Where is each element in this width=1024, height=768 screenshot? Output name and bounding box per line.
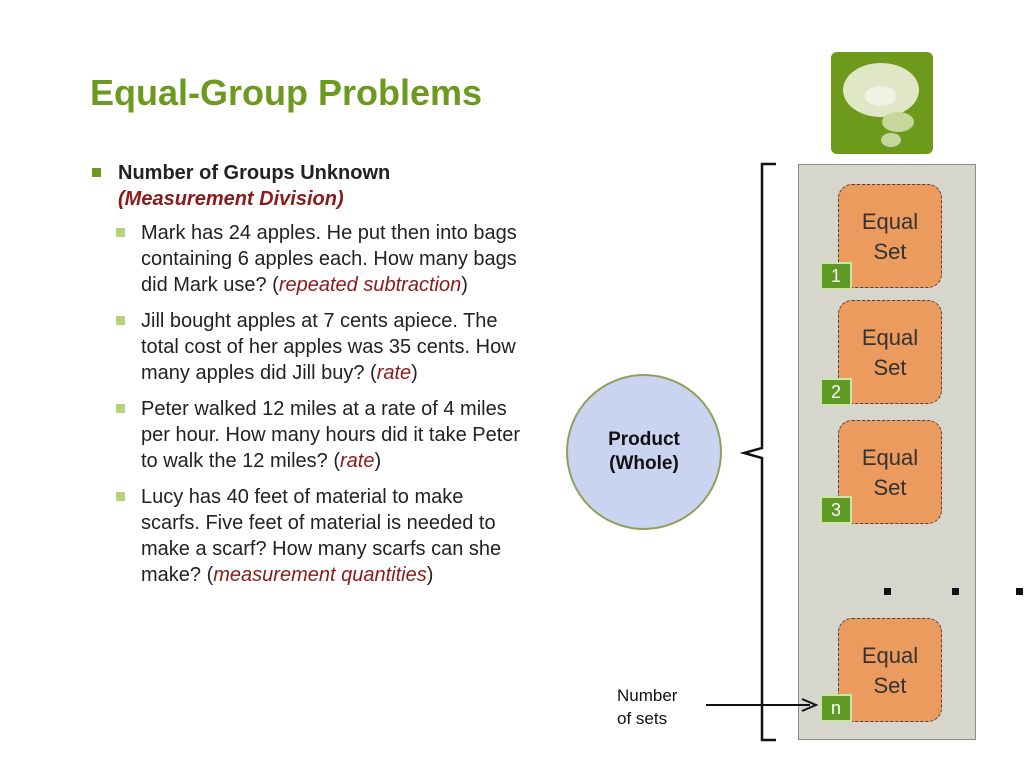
set-badge-n: n [820, 694, 852, 722]
thought-bubble-icon [831, 52, 933, 154]
set-badge-3: 3 [820, 496, 852, 524]
square-bullet-icon [116, 492, 125, 501]
square-bullet-icon [116, 404, 125, 413]
heading-subtitle: (Measurement Division) [118, 188, 344, 210]
product-whole-circle: Product (Whole) [566, 374, 722, 530]
arrow-right-icon [706, 698, 818, 712]
problem-type: measurement quantities [213, 564, 427, 586]
equal-set-3: Equal Set [838, 420, 942, 524]
heading-label: Number of Groups Unknown [118, 162, 391, 184]
equal-set-2: Equal Set [838, 300, 942, 404]
problem-type: repeated subtraction [278, 274, 462, 296]
problem-type: rate [339, 450, 375, 472]
square-bullet-icon [116, 228, 125, 237]
square-bullet-icon [92, 168, 101, 177]
list-item: Mark has 24 apples. He put then into bag… [114, 220, 522, 298]
slide-title: Equal-Group Problems [90, 72, 483, 113]
square-bullet-icon [116, 316, 125, 325]
equal-set-n: Equal Set [838, 618, 942, 722]
ellipsis-dot [884, 588, 891, 595]
set-badge-1: 1 [820, 262, 852, 290]
list-item: Jill bought apples at 7 cents apiece. Th… [114, 308, 522, 386]
heading-bullet: Number of Groups Unknown (Measurement Di… [92, 160, 522, 212]
list-item: Peter walked 12 miles at a rate of 4 mil… [114, 396, 522, 474]
problem-list: Mark has 24 apples. He put then into bag… [92, 220, 522, 588]
ellipsis-dot [952, 588, 959, 595]
equal-set-1: Equal Set [838, 184, 942, 288]
curly-brace-icon [740, 162, 776, 742]
problem-type: rate [376, 362, 412, 384]
bullet-content: Number of Groups Unknown (Measurement Di… [92, 160, 522, 598]
set-badge-2: 2 [820, 378, 852, 406]
number-of-sets-label: Number of sets [617, 686, 678, 728]
list-item: Lucy has 40 feet of material to make sca… [114, 484, 522, 588]
ellipsis-dot [1016, 588, 1023, 595]
